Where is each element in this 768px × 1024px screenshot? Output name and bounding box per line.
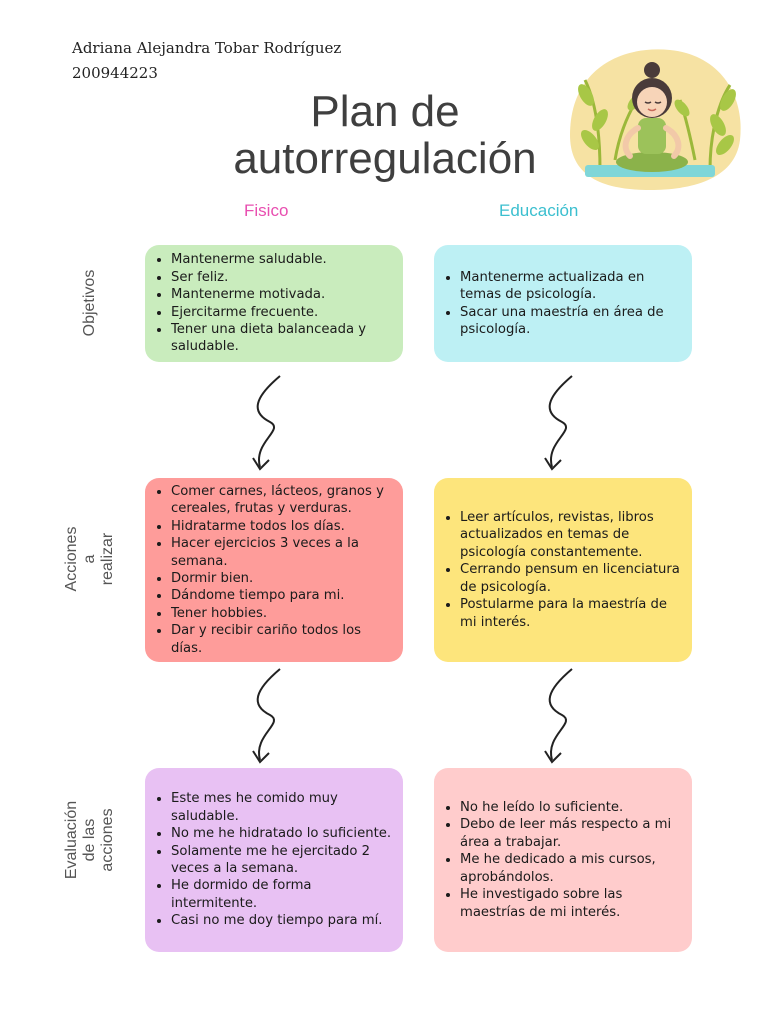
list-objetivos-educacion: Mantenerme actualizada en temas de psico… [444,269,682,339]
squiggle-arrow-down-icon [544,375,573,471]
list-item: Mantenerme saludable. [171,251,393,268]
list-item: Ejercitarme frecuente. [171,304,393,321]
list-objetivos-fisico: Mantenerme saludable.Ser feliz.Mantenerm… [155,251,393,355]
list-item: No me he hidratado lo suficiente. [171,825,393,842]
list-item: Este mes he comido muy saludable. [171,790,393,825]
list-item: Ser feliz. [171,269,393,286]
row-label-objetivos-text: Objetivos [81,269,98,337]
column-header-fisico: Fisico [244,201,289,220]
box-evaluacion-fisico: Este mes he comido muy saludable.No me h… [145,768,403,952]
list-acciones-fisico: Comer carnes, lácteos, granos y cereales… [155,483,393,657]
author-name: Adriana Alejandra Tobar Rodríguez [72,39,342,57]
list-item: Tener hobbies. [171,605,393,622]
box-acciones-fisico: Comer carnes, lácteos, granos y cereales… [145,478,403,662]
row-label-acciones: Acciones a realizar [63,519,117,599]
list-item: Mantenerme motivada. [171,286,393,303]
box-objetivos-fisico: Mantenerme saludable.Ser feliz.Mantenerm… [145,245,403,362]
list-item: Comer carnes, lácteos, granos y cereales… [171,483,393,518]
list-item: Hacer ejercicios 3 veces a la semana. [171,535,393,570]
list-item: Mantenerme actualizada en temas de psico… [460,269,682,304]
row-label-objetivos: Objetivos [81,263,99,343]
row-label-evaluacion: Evaluación de las acciones [63,800,117,880]
list-item: Cerrando pensum en licenciatura de psico… [460,561,682,596]
list-item: He investigado sobre las maestrías de mi… [460,886,682,921]
row-label-acciones-2: a [81,554,98,564]
list-item: Leer artículos, revistas, libros actuali… [460,509,682,561]
list-item: Hidratarme todos los días. [171,518,393,535]
row-label-acciones-1: Acciones [63,526,80,592]
title-line-1: Plan de [310,87,460,136]
column-header-educacion: Educación [499,201,579,220]
list-item: Debo de leer más respecto a mi área a tr… [460,816,682,851]
box-objetivos-educacion: Mantenerme actualizada en temas de psico… [434,245,692,362]
box-evaluacion-educacion: No he leído lo suficiente.Debo de leer m… [434,768,692,952]
list-item: He dormido de forma intermitente. [171,877,393,912]
list-item: Postularme para la maestría de mi interé… [460,596,682,631]
meditating-girl-illustration [570,49,741,190]
list-item: Dar y recibir cariño todos los días. [171,622,393,657]
row-label-evaluacion-2: de las [81,818,98,862]
row-label-evaluacion-1: Evaluación [63,800,80,880]
list-evaluacion-fisico: Este mes he comido muy saludable.No me h… [155,790,393,929]
list-item: No he leído lo suficiente. [460,799,682,816]
author-block: Adriana Alejandra Tobar Rodríguez 200944… [72,36,341,86]
list-acciones-educacion: Leer artículos, revistas, libros actuali… [444,509,682,631]
squiggle-arrow-down-icon [252,375,281,471]
list-item: Solamente me he ejercitado 2 veces a la … [171,843,393,878]
list-evaluacion-educacion: No he leído lo suficiente.Debo de leer m… [444,799,682,921]
title-line-2: autorregulación [233,134,537,183]
squiggle-arrow-down-icon [252,668,281,764]
list-item: Sacar una maestría en área de psicología… [460,304,682,339]
list-item: Casi no me doy tiempo para mí. [171,912,393,929]
row-label-acciones-3: realizar [99,532,116,586]
box-acciones-educacion: Leer artículos, revistas, libros actuali… [434,478,692,662]
list-item: Dándome tiempo para mi. [171,587,393,604]
page-title: Plan de autorregulación [150,88,620,182]
row-label-evaluacion-3: acciones [99,808,116,872]
author-id: 200944223 [72,64,158,82]
list-item: Me he dedicado a mis cursos, aprobándolo… [460,851,682,886]
list-item: Dormir bien. [171,570,393,587]
list-item: Tener una dieta balanceada y saludable. [171,321,393,356]
squiggle-arrow-down-icon [544,668,573,764]
